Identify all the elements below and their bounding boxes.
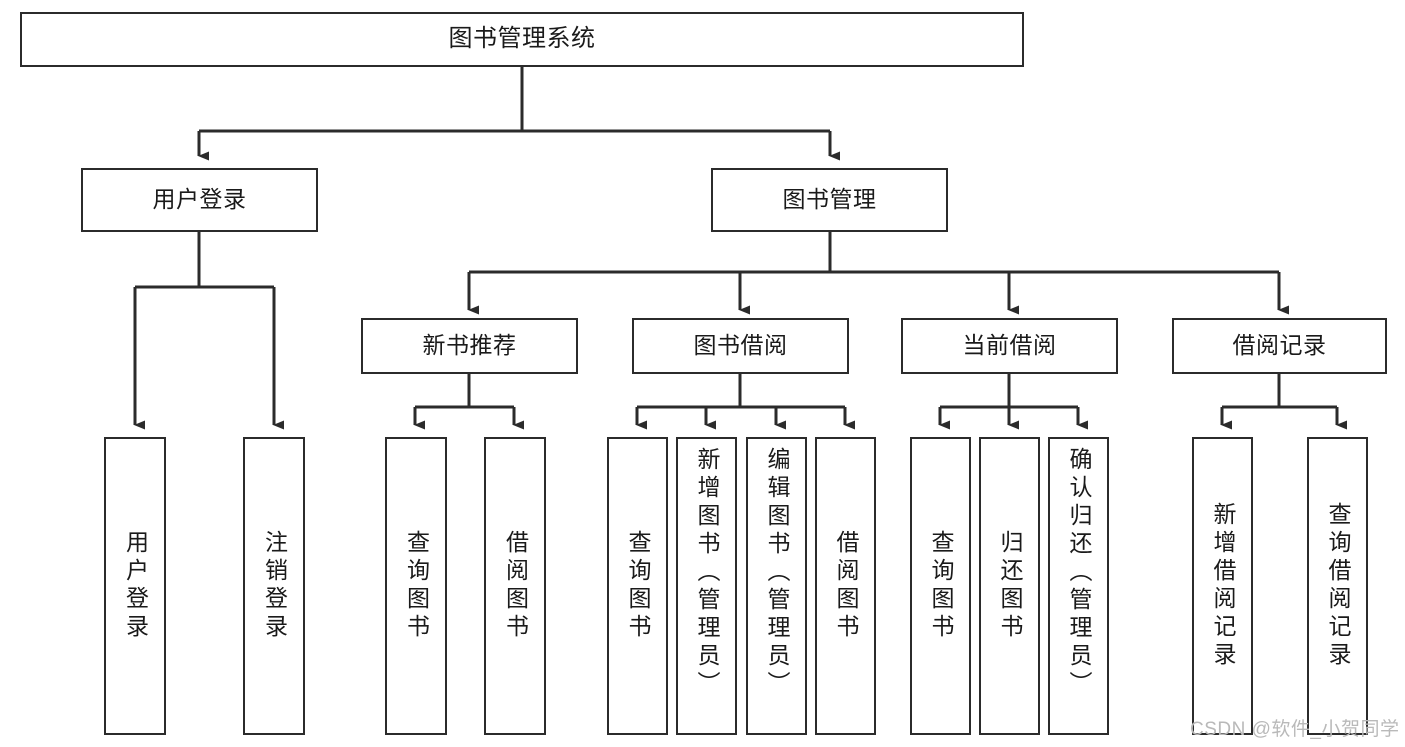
node-leaf-confirm-return-label: 确认归还（管理员） — [1066, 447, 1092, 699]
node-leaf-borrow-book-1[interactable]: 借阅图书 — [484, 437, 546, 735]
node-leaf-query-record[interactable]: 查询借阅记录 — [1307, 437, 1368, 735]
node-leaf-logout-login[interactable]: 注销登录 — [243, 437, 305, 735]
node-leaf-add-book[interactable]: 新增图书（管理员） — [676, 437, 737, 735]
node-leaf-borrow-book-2[interactable]: 借阅图书 — [815, 437, 876, 735]
node-root-label: 图书管理系统 — [448, 25, 596, 53]
node-book-management[interactable]: 图书管理 — [711, 168, 948, 232]
node-leaf-edit-book-label: 编辑图书（管理员） — [764, 447, 790, 699]
node-leaf-query-record-label: 查询借阅记录 — [1325, 502, 1351, 670]
node-leaf-query-book-1[interactable]: 查询图书 — [385, 437, 447, 735]
node-book-management-label: 图书管理 — [782, 186, 877, 213]
node-leaf-return-book[interactable]: 归还图书 — [979, 437, 1040, 735]
node-leaf-add-book-label: 新增图书（管理员） — [694, 447, 720, 699]
node-leaf-query-book-2[interactable]: 查询图书 — [607, 437, 668, 735]
node-leaf-borrow-book-1-label: 借阅图书 — [502, 530, 529, 642]
csdn-watermark: CSDN @软件_小贺同学 — [1190, 719, 1400, 740]
node-book-borrow-label: 图书借阅 — [693, 332, 788, 359]
node-leaf-return-book-label: 归还图书 — [997, 530, 1023, 642]
node-new-book-recommend[interactable]: 新书推荐 — [361, 318, 578, 374]
node-leaf-user-login-label: 用户登录 — [122, 530, 149, 642]
node-user-login[interactable]: 用户登录 — [81, 168, 318, 232]
node-leaf-borrow-book-2-label: 借阅图书 — [833, 530, 859, 642]
node-leaf-add-record-label: 新增借阅记录 — [1210, 502, 1236, 670]
node-leaf-user-login[interactable]: 用户登录 — [104, 437, 166, 735]
node-leaf-query-book-1-label: 查询图书 — [403, 530, 430, 642]
node-leaf-logout-login-label: 注销登录 — [261, 530, 288, 642]
node-leaf-confirm-return[interactable]: 确认归还（管理员） — [1048, 437, 1109, 735]
node-leaf-edit-book[interactable]: 编辑图书（管理员） — [746, 437, 807, 735]
node-root[interactable]: 图书管理系统 — [20, 12, 1024, 67]
node-borrow-record-label: 借阅记录 — [1232, 332, 1327, 359]
node-leaf-add-record[interactable]: 新增借阅记录 — [1192, 437, 1253, 735]
node-current-borrow-label: 当前借阅 — [962, 332, 1057, 359]
node-leaf-query-book-3-label: 查询图书 — [928, 530, 954, 642]
node-leaf-query-book-3[interactable]: 查询图书 — [910, 437, 971, 735]
node-user-login-label: 用户登录 — [152, 186, 247, 213]
node-borrow-record[interactable]: 借阅记录 — [1172, 318, 1387, 374]
node-book-borrow[interactable]: 图书借阅 — [632, 318, 849, 374]
node-current-borrow[interactable]: 当前借阅 — [901, 318, 1118, 374]
node-new-book-recommend-label: 新书推荐 — [422, 332, 517, 359]
node-leaf-query-book-2-label: 查询图书 — [625, 530, 651, 642]
